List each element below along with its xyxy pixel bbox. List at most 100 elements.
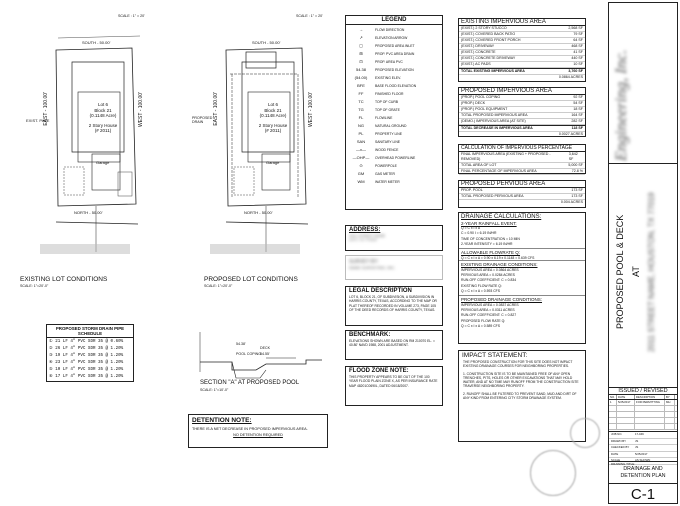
drainage-calculations: DRAINAGE CALCULATIONS: 2-YEAR RAINFALL E… bbox=[458, 212, 586, 344]
row-value: 164 SF bbox=[571, 113, 583, 117]
meta-value: JS bbox=[635, 445, 639, 450]
legal-description: LEGAL DESCRIPTION LOT 6, BLOCK 21, OF SU… bbox=[345, 286, 443, 326]
revision-cell: 1 bbox=[609, 400, 617, 405]
existing-block-number: Block 21 bbox=[94, 107, 112, 113]
legend-row: ⊡PROP. AREA PVC bbox=[347, 58, 441, 66]
legend-label: ELEVATION ARROW bbox=[375, 36, 408, 40]
row-label: (PROP.) POOL COPING bbox=[461, 95, 501, 99]
sheet-number: C-1 bbox=[609, 483, 677, 505]
ei-acre-value: 0.0864 ACRES bbox=[558, 75, 583, 79]
legend-label: PROPOSED ELEVATION bbox=[375, 68, 414, 72]
calc-line: IMPERVIOUS AREA = 0.0837 ACRES bbox=[461, 302, 519, 307]
legend-symbol: NG bbox=[358, 123, 364, 128]
row-label: (EXIST.) DRIVEWAY bbox=[461, 44, 495, 48]
existing-plan-title: EXISTING LOT CONDITIONS bbox=[20, 276, 108, 283]
sheet-title-block: DRAWING TITLE DRAINAGE AND DETENTION PLA… bbox=[609, 461, 677, 479]
revision-cell bbox=[617, 406, 635, 411]
revision-cell bbox=[617, 418, 635, 423]
revision-cell bbox=[609, 412, 617, 417]
scale-top-right: SCALE : 1" = 20' bbox=[296, 14, 323, 18]
row-value: 64 SF bbox=[573, 38, 583, 42]
surveyor-box: SURVEY BY: NAME SURVEYING, INC. bbox=[345, 255, 443, 280]
impact-text: THE PROPOSED CONSTRUCTION FOR THIS SITE … bbox=[463, 360, 573, 369]
section-scale: SCALE: 1"=10'-0" bbox=[200, 388, 229, 392]
revision-header-cell: BY bbox=[665, 395, 675, 399]
legend-row: NG NATURAL GROUND bbox=[347, 122, 441, 130]
legend-label: NATURAL GROUND bbox=[375, 124, 407, 128]
proposed-north-label: NORTH - 50.00' bbox=[244, 210, 273, 215]
existing-drainage-title: EXISTING DRAINAGE CONDITIONS: bbox=[459, 259, 585, 268]
section-deck: DECK bbox=[260, 346, 270, 350]
proposed-pervious-title: PROPOSED PERVIOUS AREA bbox=[459, 181, 585, 188]
revision-cell bbox=[635, 412, 665, 417]
flood-text: THIS PROPERTY APPEARS TO BE OUT OF THE 1… bbox=[349, 375, 438, 388]
revision-cell: MH bbox=[665, 400, 675, 405]
legend-label: WATER METER bbox=[375, 180, 400, 184]
sheet-title: DRAINAGE AND DETENTION PLAN bbox=[620, 466, 666, 479]
section-elev-2: 54.55' bbox=[260, 352, 270, 356]
existing-north-label: NORTH - 50.00' bbox=[74, 210, 103, 215]
row-label: TOTAL PROPOSED IMPERVIOUS AREA bbox=[461, 113, 528, 117]
existing-lot-drawing: EXIST. PAVE bbox=[26, 35, 141, 254]
calc-line: Q = C x I x A = 0.593 CFS bbox=[461, 289, 501, 294]
row-value: 72.8 % bbox=[571, 169, 583, 173]
storm-drain-row: ① 21 LF 4" PVC SDR 35 @ 0.60% bbox=[49, 340, 124, 344]
existing-impervious-table: EXISTING IMPERVIOUS AREA (EXIST.) 2 STOR… bbox=[458, 18, 586, 82]
revision-row bbox=[609, 424, 677, 430]
impact-item-1: 1. CONSTRUCTION SITE IS TO BE MAINTAINED… bbox=[463, 371, 579, 389]
surveyor-line-1: SURVEY BY: bbox=[349, 259, 379, 265]
title-block: Engineering, Inc. PROPOSED POOL & DECK A… bbox=[608, 2, 678, 504]
revision-row bbox=[609, 412, 677, 418]
legend-label: GAS METER bbox=[375, 172, 395, 176]
benchmark-text: ELEVATIONS SHOWN ARE BASED ON RM 210070 … bbox=[349, 339, 435, 348]
existing-plan-scale: SCALE: 1"=20'-0" bbox=[20, 284, 49, 288]
proposed-impervious-acre: 0.0027 ACRES bbox=[459, 132, 585, 137]
meta-label: DRAWN BY bbox=[611, 438, 626, 443]
row-value: 54 SF bbox=[573, 101, 583, 105]
proposed-garage-label: Garage bbox=[266, 160, 280, 165]
revision-header-cell: NO. bbox=[609, 395, 617, 399]
legend-label: WOOD FENCE bbox=[375, 148, 399, 152]
meta-value: 17-049 bbox=[635, 432, 644, 436]
legend-symbol: → bbox=[359, 27, 363, 32]
existing-west-label: WEST - 100.00' bbox=[138, 92, 144, 128]
legend-symbol: —OHP— bbox=[352, 155, 370, 160]
legend-symbol: (54.00) bbox=[354, 75, 368, 80]
calc-line: RUN-OFF COEFFICIENT: C = 0.834 bbox=[461, 278, 517, 283]
table-row: TOTAL PROPOSED IMPERVIOUS AREA 164 SF bbox=[459, 113, 585, 119]
proposed-plan-title: PROPOSED LOT CONDITIONS bbox=[204, 276, 298, 283]
surveyor-seal bbox=[570, 418, 600, 448]
legend-label: FLOW DIRECTION bbox=[375, 28, 405, 32]
revision-cell: FOR PERMITTING bbox=[635, 400, 665, 405]
address-line-1: 2011 STREET NAME bbox=[349, 234, 386, 238]
legend-row: ⊙POWERPOLE bbox=[347, 162, 441, 170]
row-value: 5,000 SF bbox=[568, 163, 583, 167]
detention-note: DETENTION NOTE: THERE IS A NET DECREASE … bbox=[188, 414, 328, 448]
existing-lot-area: (0.1148 Acre) bbox=[89, 113, 117, 118]
pi-acre-value: 0.0027 ACRES bbox=[558, 132, 583, 136]
section-elev-1: 54.38' bbox=[236, 342, 246, 346]
pp-acre-value: 0.004 ACRES bbox=[560, 200, 583, 204]
row-label: (EXIST.) AC PADS bbox=[461, 62, 491, 66]
legend-row: → FLOW DIRECTION bbox=[347, 26, 441, 34]
firm-logo: Engineering, Inc. bbox=[613, 11, 673, 161]
legend-symbol: SAN bbox=[356, 139, 366, 144]
issued-revised: ISSUED / REVISED bbox=[609, 388, 677, 395]
legend-symbol: FF bbox=[358, 91, 364, 96]
legend-symbol: TG bbox=[358, 107, 364, 112]
calc-line: Q = C x I x A = 0.589 CFS bbox=[461, 324, 501, 329]
proposed-impervious-table: PROPOSED IMPERVIOUS AREA (PROP.) POOL CO… bbox=[458, 87, 586, 137]
proposed-block-number: Block 21 bbox=[264, 107, 282, 113]
revision-cell bbox=[665, 412, 675, 417]
allowable-value: Q = C x I x A = 0.90 x 6.19 x 0.1148 = 0… bbox=[461, 255, 535, 260]
